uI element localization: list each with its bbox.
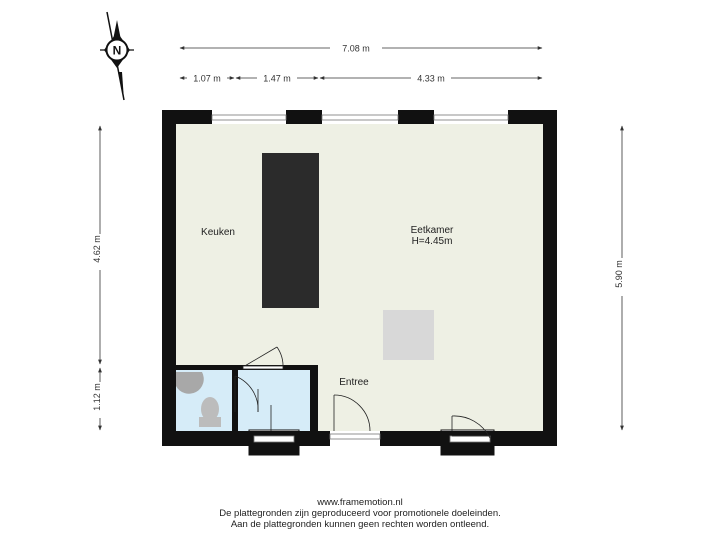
top-dimensions: 7.08 m 1.07 m 1.47 m 4.33 m	[179, 42, 543, 84]
doors	[234, 346, 491, 439]
door-right-icon	[451, 415, 491, 439]
room-label-entree: Entree	[339, 377, 369, 388]
footer-url: www.framemotion.nl	[317, 497, 403, 508]
washroom-floor	[238, 370, 310, 431]
dim-right-total: 5.90 m	[614, 260, 624, 288]
sink-icon	[176, 372, 204, 394]
dim-segment-1: 1.07 m	[193, 74, 221, 84]
dim-segment-3: 4.33 m	[417, 74, 445, 84]
toilet-icon	[199, 397, 221, 427]
window-2	[321, 114, 399, 121]
dim-left-lower: 1.12 m	[92, 383, 102, 411]
door-entrance-icon	[333, 394, 371, 432]
window-toilet	[253, 435, 295, 443]
dim-segment-2: 1.47 m	[263, 74, 291, 84]
right-dimensions: 5.90 m	[614, 125, 628, 431]
compass-letter: N	[113, 44, 122, 58]
windows	[211, 114, 509, 443]
north-arrow-icon: N	[100, 11, 134, 101]
dining-table	[383, 310, 434, 360]
room-height-eetkamer: H=4.45m	[412, 236, 453, 247]
footer-line-1: De plattegronden zijn geproduceerd voor …	[219, 508, 501, 519]
room-label-eetkamer: Eetkamer	[411, 225, 454, 236]
dim-left-upper: 4.62 m	[92, 235, 102, 263]
window-entrance	[329, 433, 381, 440]
footer-line-2: Aan de plattegronden kunnen geen rechten…	[230, 519, 490, 530]
dim-total-width: 7.08 m	[342, 44, 370, 54]
window-3	[433, 114, 509, 121]
window-right-step	[449, 435, 491, 443]
window-1	[211, 114, 287, 121]
walls	[162, 110, 557, 455]
room-label-keuken: Keuken	[201, 227, 235, 238]
left-dimensions: 4.62 m 1.12 m	[92, 125, 106, 431]
door-toilet-icon	[234, 375, 259, 413]
kitchen-island	[262, 153, 319, 308]
door-washroom-icon	[242, 346, 284, 370]
